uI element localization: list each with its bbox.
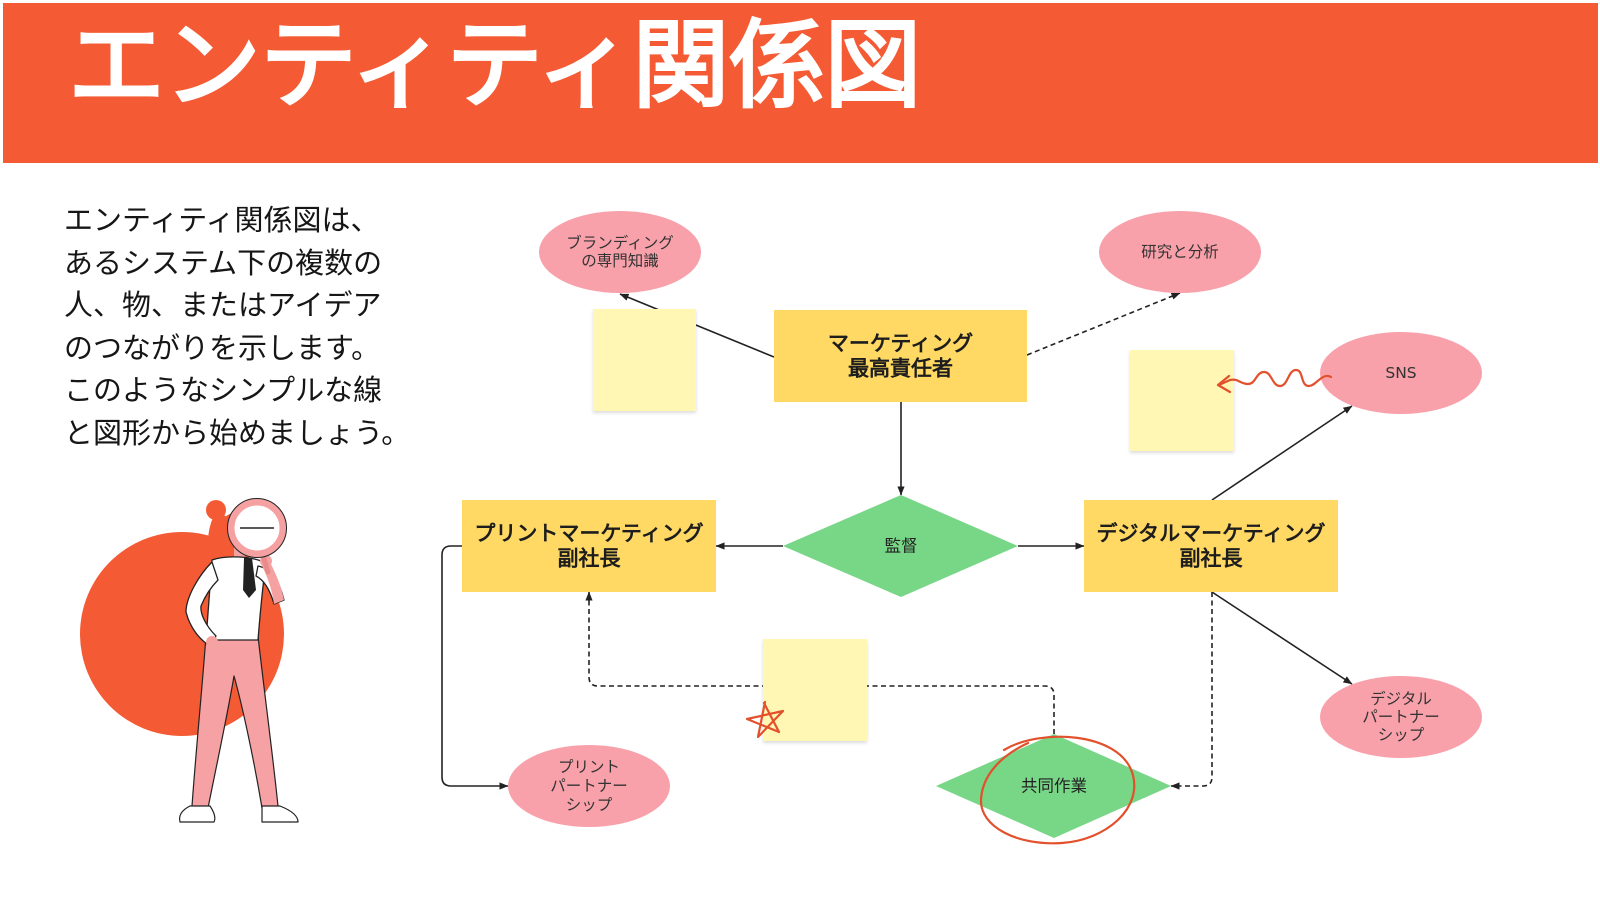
attribute-label-line: デジタル [1370,689,1432,708]
connector-collaboration-to-print-vp [585,591,1055,734]
entity-label-line: 副社長 [1180,547,1244,571]
connector-digital-vp-to-digital-partnership [1211,591,1353,685]
intro-line: と図形から始めましょう。 [64,415,411,450]
arm-on-hip-sleeve [185,561,219,647]
relationship-collaboration: 共同作業 [936,734,1171,838]
connector-print-vp-to-print-partnership [441,545,509,790]
collar [243,558,256,598]
intro-line: 人、物、またはアイデア [64,288,382,323]
intro-paragraph: エンティティ関係図は、 あるシステム下の複数の 人、物、またはアイデア のつなが… [64,199,410,455]
entity-box [774,310,1027,402]
attribute-ellipse [539,211,701,293]
connectors [441,292,1353,790]
entity-box [462,500,716,592]
entity-label-line: マーケティング [828,332,973,356]
magnifying-glass-icon [227,498,287,575]
relationship-diamond [936,734,1171,838]
circle-annotation [979,735,1136,845]
squiggle-arrow-annotation [1217,368,1333,388]
intro-line: エンティティ関係図は、 [64,203,380,237]
attribute-label: SNS [1385,364,1416,382]
entity-label-line: プリントマーケティング [474,522,703,546]
attribute-label-line: プリント [558,758,620,776]
attribute-label-line: ブランディング [566,233,673,252]
attribute-label-line: の専門知識 [581,252,659,270]
pants [191,635,279,809]
intro-line: のつながりを示します。 [64,330,381,365]
squiggle-arrowhead-annotation [1216,374,1232,394]
attribute-ellipse [508,745,670,827]
attribute-ellipse [1099,211,1261,293]
attribute-branding-expertise: ブランディング の専門知識 [539,211,701,293]
entity-chief-marketing-officer: マーケティング 最高責任者 [774,310,1027,402]
woman-with-magnifier-illustration [80,498,299,823]
attribute-research-and-analysis: 研究と分析 [1099,211,1261,293]
attribute-ellipse [1320,332,1482,414]
entity-box [1084,500,1338,592]
sticky-note [1130,350,1234,451]
attribute-label-line: シップ [1378,726,1425,744]
hand-on-hip [206,636,218,648]
connector-digital-vp-to-collaboration [1170,592,1213,790]
connector-cmo-to-branding [619,293,775,358]
magnifier-outline [227,498,287,558]
entity-label-line: 最高責任者 [848,357,953,381]
right-shoe [261,805,299,823]
intro-line: このようなシンプルな線 [64,373,383,408]
star-annotation [745,700,785,739]
annotations [745,368,1333,845]
entity-print-marketing-vp: プリントマーケティング 副社長 [462,500,716,592]
relationship-diamond [783,495,1018,597]
connector-cmo-to-research [1026,292,1181,356]
entity-label-line: デジタルマーケティング [1097,522,1326,546]
attribute-sns: SNS [1320,332,1482,414]
relationship-label: 共同作業 [1021,777,1087,796]
attribute-label-line: パートナー [1362,708,1440,726]
header-bar: エンティティ関係図 [3,3,1598,163]
attribute-digital-partnership: デジタル パートナー シップ [1320,676,1482,758]
entity-digital-marketing-vp: デジタルマーケティング 副社長 [1084,500,1338,592]
attribute-ellipse [1320,676,1482,758]
neck [234,546,245,560]
connector-digital-vp-to-sns [1211,405,1353,501]
sticky-note [593,309,696,411]
attribute-label: 研究と分析 [1141,243,1219,261]
page-title: エンティティ関係図 [68,9,921,122]
relationship-label: 監督 [885,537,918,556]
left-shoe [179,805,216,823]
relationship-oversight: 監督 [783,495,1018,597]
attribute-print-partnership: プリント パートナー シップ [508,745,670,827]
attribute-label-line: パートナー [550,777,628,795]
entity-label-line: 副社長 [558,547,622,571]
attribute-label-line: シップ [566,796,613,814]
intro-line: あるシステム下の複数の [64,245,383,280]
sticky-notes [593,309,1234,741]
sticky-note [763,639,867,741]
hair-bun [206,500,226,520]
